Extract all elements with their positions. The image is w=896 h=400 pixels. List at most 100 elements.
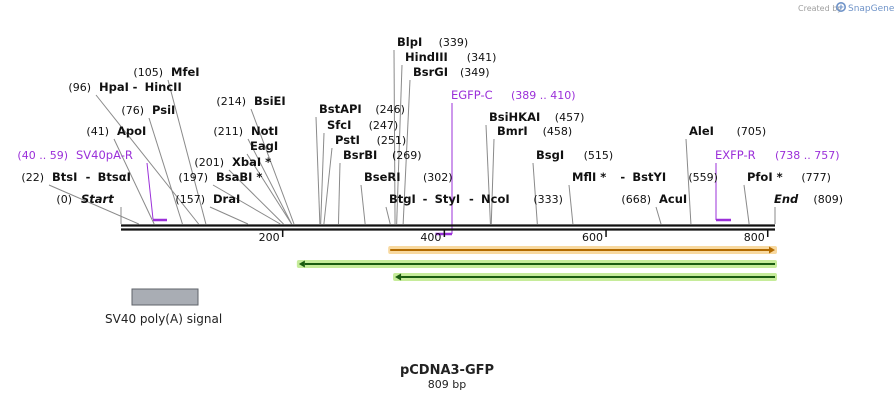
site-leader <box>113 138 155 225</box>
site-leader <box>393 49 396 225</box>
primer-range: (389 .. 410) <box>511 89 576 102</box>
site-bsiei[interactable]: (214)BsiEI <box>216 94 285 108</box>
map-length: 809 bp <box>428 378 466 391</box>
feature-arrow-orf-0[interactable] <box>388 246 777 254</box>
site-leader <box>385 206 391 225</box>
site-eagi[interactable]: EagI <box>250 139 278 153</box>
site-leader <box>48 184 139 225</box>
site-bsrbi[interactable]: BsrBI (269) <box>343 148 422 162</box>
feature-sv40-polya-signal[interactable]: SV40 poly(A) signal <box>105 288 222 326</box>
site-psti[interactable]: PstI (251) <box>335 133 406 147</box>
site-leader <box>95 94 199 225</box>
site-name: PsiI <box>152 103 175 117</box>
site-pfoi[interactable]: PfoI *(777) <box>747 170 831 184</box>
dna-backbone <box>121 224 775 231</box>
site-leader <box>490 138 495 225</box>
site-drai[interactable]: (157)DraI <box>175 192 240 206</box>
site-name-2: StyI <box>435 192 461 206</box>
site-leader <box>228 169 284 225</box>
feature-arrow-cds-1[interactable] <box>296 260 777 268</box>
site-position: (269) <box>392 149 422 162</box>
site-name: ApoI <box>117 124 146 138</box>
map-title: pCDNA3-GFP <box>400 363 494 378</box>
site-leader <box>532 162 538 225</box>
site-position: (777) <box>801 171 831 184</box>
arrow-head <box>395 273 402 281</box>
site-bstapi[interactable]: BstAPI(246) <box>319 102 405 116</box>
site-position: (302) <box>423 171 453 184</box>
site-leader <box>568 184 574 225</box>
site-blpi[interactable]: BlpI(339) <box>397 35 468 49</box>
site-hindiii[interactable]: HindIII(341) <box>405 50 496 64</box>
site-name-3: NcoI <box>481 192 510 206</box>
site-separator: - <box>133 80 138 94</box>
end-label: End <box>774 192 799 206</box>
site-bsabi[interactable]: (197) BsaBI * <box>178 170 262 184</box>
primer-exfp-r[interactable]: EXFP-R(738 .. 757) <box>715 148 840 222</box>
site-leader <box>315 116 321 225</box>
site-leader <box>209 206 249 225</box>
site-name: BsrBI <box>343 148 377 162</box>
site-bsrgi[interactable]: BsrGI(349) <box>413 65 490 79</box>
site-name: BsgI <box>536 148 564 162</box>
site-leader <box>323 147 333 225</box>
site-bmri[interactable]: BmrI (458) <box>497 124 572 138</box>
site-position: (197) <box>178 171 208 184</box>
axis-tick-label: 800 <box>744 231 765 244</box>
site-position: (96) <box>68 81 91 94</box>
site-position: (76) <box>121 104 144 117</box>
credit-prefix: Created by <box>798 4 842 13</box>
site-name: BmrI <box>497 124 528 138</box>
site-noti[interactable]: (211)NotI <box>213 124 278 138</box>
site-xbai[interactable]: (201)XbaI * <box>194 155 271 169</box>
site-position: (349) <box>460 66 490 79</box>
site-btsi[interactable]: (22)BtsI-BtsαI <box>21 170 130 184</box>
site-psii[interactable]: (76) PsiI <box>121 103 175 117</box>
site-name: BsaBI * <box>216 170 262 184</box>
primer-leader <box>146 162 154 220</box>
site-name: BstAPI <box>319 102 362 116</box>
site-position: (41) <box>86 125 109 138</box>
site-position: (668) <box>621 193 651 206</box>
site-name: XbaI * <box>232 155 271 169</box>
axis-tick-label: 400 <box>420 231 441 244</box>
site-position: (247) <box>369 119 399 132</box>
site-mfli[interactable]: MflI *-BstYI(559) <box>572 170 718 184</box>
end-position: (809) <box>813 193 843 206</box>
site-btgi[interactable]: BtgI-StyI-NcoI(333) <box>389 192 563 206</box>
site-leader <box>148 117 183 225</box>
site-alei[interactable]: AleI(705) <box>689 124 766 138</box>
site-bsihkai[interactable]: BsiHKAI(457) <box>489 110 584 124</box>
arrow-head <box>769 246 775 254</box>
primer-sv40pa-r[interactable]: (40 .. 59)SV40pA-R <box>17 148 167 222</box>
feature-arrow-cds-2[interactable] <box>393 273 777 281</box>
feature-box <box>131 288 199 306</box>
site-name: BseRI <box>364 170 401 184</box>
site-name: BlpI <box>397 35 422 49</box>
end-position: (0) <box>56 193 72 206</box>
site-acui[interactable]: (668) AcuI <box>621 192 687 206</box>
site-position: (458) <box>543 125 573 138</box>
primer-name: SV40pA-R <box>76 148 133 162</box>
site-sfci[interactable]: SfcI(247) <box>327 118 398 132</box>
site-bsgi[interactable]: BsgI(515) <box>536 148 613 162</box>
site-apoi[interactable]: (41) ApoI <box>86 124 146 138</box>
site-leader <box>246 153 292 225</box>
site-name: PstI <box>335 133 360 147</box>
end-label: Start <box>81 192 114 206</box>
site-name: AcuI <box>659 192 687 206</box>
site-mfei[interactable]: (105)MfeI <box>133 65 199 79</box>
site-position: (251) <box>377 134 407 147</box>
site-name: HindIII <box>405 50 448 64</box>
snapgene-logo-icon <box>835 2 846 12</box>
end-marker-end: End (809) <box>774 192 843 224</box>
site-leader <box>320 132 325 225</box>
site-leader <box>485 124 491 225</box>
site-position: (157) <box>175 193 205 206</box>
site-position: (22) <box>21 171 44 184</box>
axis-tick-label: 600 <box>582 231 603 244</box>
site-hpai[interactable]: (96)HpaI-HincII <box>68 80 181 94</box>
site-bseri[interactable]: BseRI (302) <box>364 170 453 184</box>
primer-egfp-c[interactable]: EGFP-C(389 .. 410) <box>435 88 576 236</box>
